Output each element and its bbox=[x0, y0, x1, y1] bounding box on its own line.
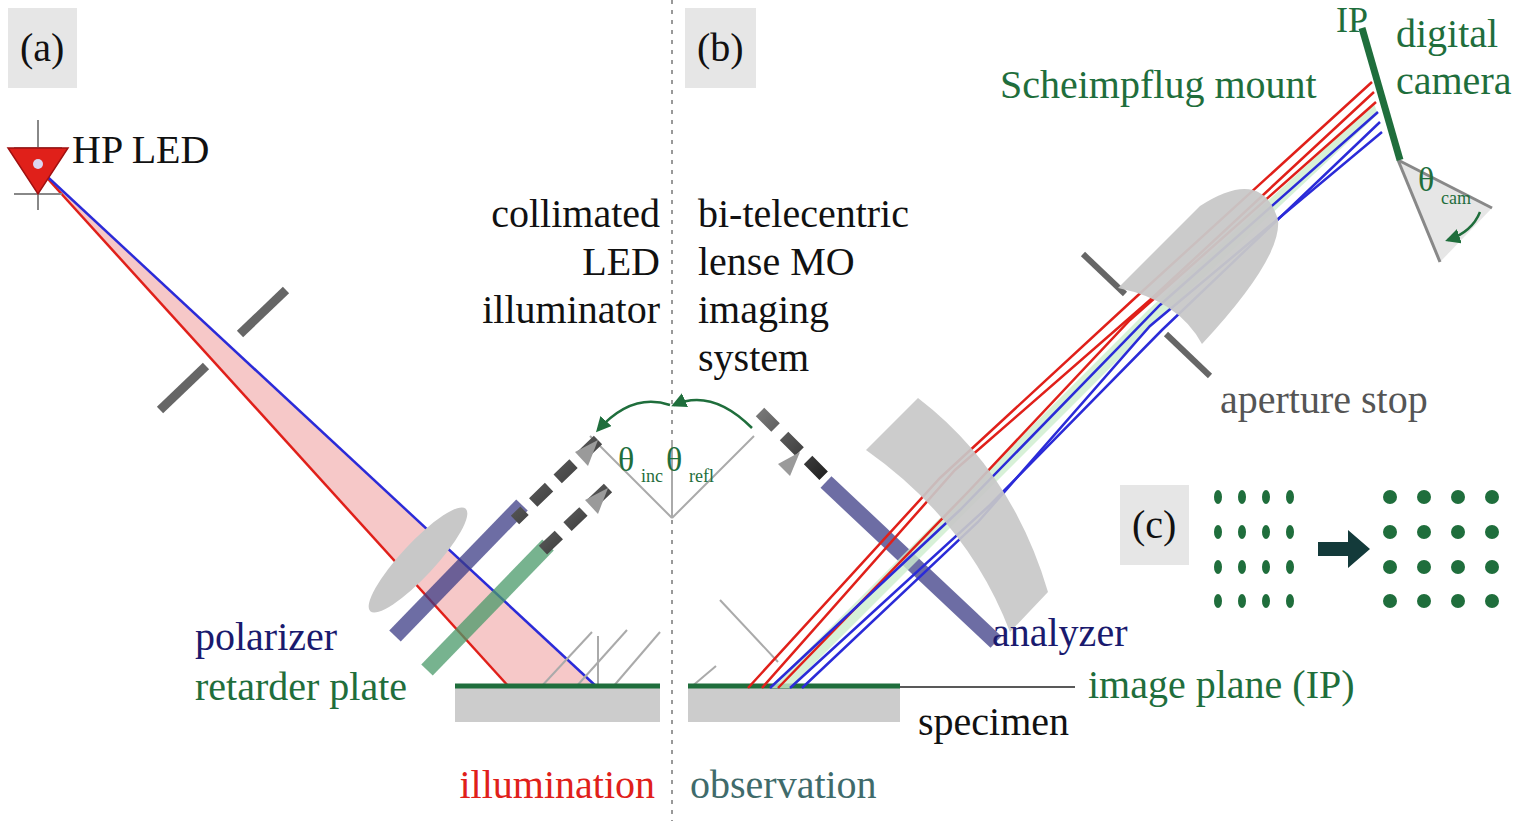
component-label: digital camera bbox=[1396, 10, 1521, 104]
angle-symbol: θ bbox=[666, 440, 682, 480]
panel-tag: (c) bbox=[1120, 485, 1189, 565]
component-label: specimen bbox=[918, 700, 1069, 744]
component-label: IP bbox=[1336, 0, 1368, 40]
section-label: bi-telecentric lense MO imaging system bbox=[698, 190, 923, 382]
angle-subscript: inc bbox=[641, 466, 663, 486]
component-label: aperture stop bbox=[1220, 378, 1428, 422]
angle-symbol: θ bbox=[1418, 160, 1434, 200]
panel-tag: (b) bbox=[685, 8, 756, 88]
panel-letter: (b) bbox=[697, 26, 756, 70]
panel-tag: (a) bbox=[8, 8, 77, 88]
panel-letter: (c) bbox=[1132, 503, 1189, 547]
angle-subscript: cam bbox=[1441, 188, 1471, 208]
angle-subscript: refl bbox=[689, 466, 714, 486]
component-label: retarder plate bbox=[195, 665, 407, 709]
direction-label: illumination bbox=[440, 763, 655, 807]
angle-symbol: θ bbox=[618, 440, 634, 480]
component-label: Scheimpflug mount bbox=[1000, 63, 1317, 107]
direction-label: observation bbox=[690, 763, 877, 807]
panel-letter: (a) bbox=[20, 26, 77, 70]
component-label: image plane (IP) bbox=[1088, 663, 1355, 707]
component-label: analyzer bbox=[992, 611, 1127, 655]
component-label: polarizer bbox=[195, 615, 337, 659]
source-label: HP LED bbox=[72, 128, 209, 172]
section-label: collimated LED illuminator bbox=[450, 190, 660, 334]
